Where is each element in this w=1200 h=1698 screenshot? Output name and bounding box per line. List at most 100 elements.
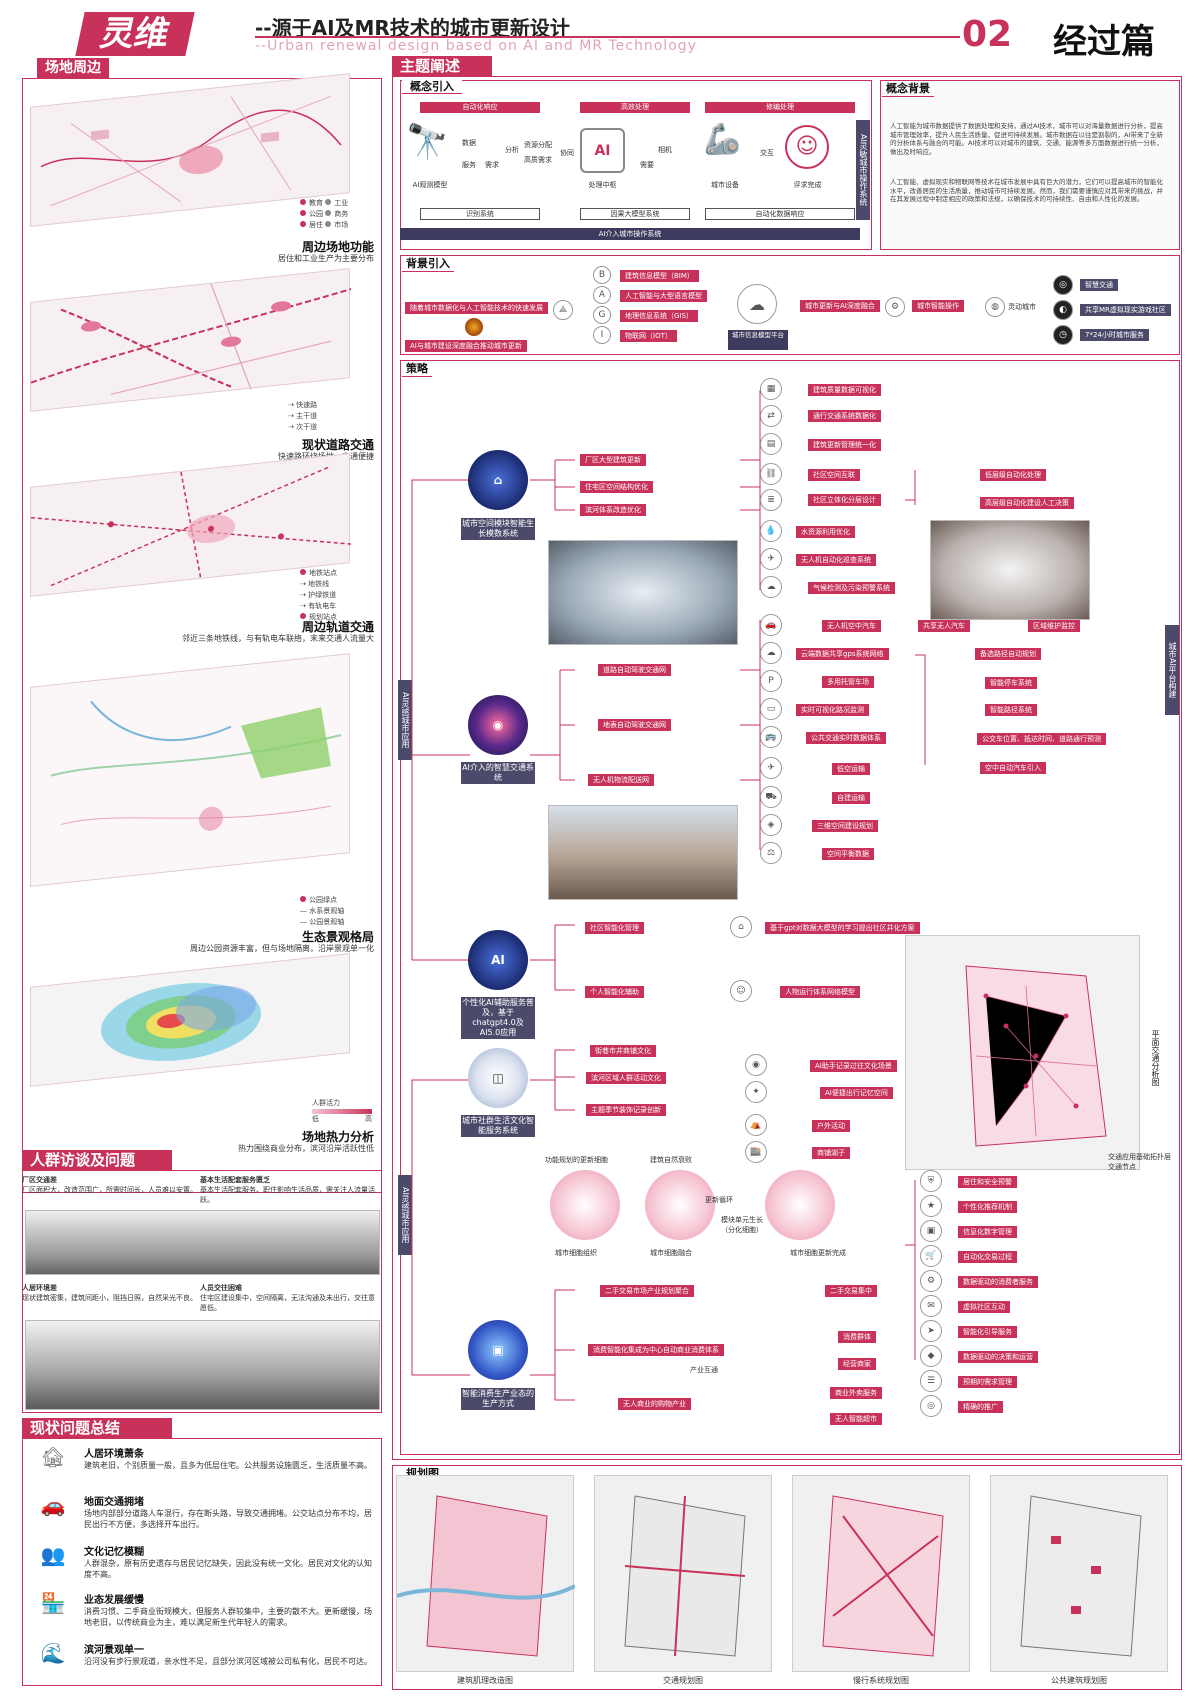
road-legend: ⇢ 快速路 ⇢ 主干道 ⇢ 次干道 — [288, 401, 318, 431]
b5-far: 精确的推广 — [958, 1401, 1003, 1413]
b5-right: 消费群体 — [838, 1331, 876, 1343]
lingdong-label: 灵动城市 — [1008, 303, 1036, 311]
plan-map-4 — [990, 1475, 1168, 1672]
note-title: 基本生活配套服务匮乏 — [200, 1176, 270, 1184]
legend-item: 有轨电车 — [308, 602, 337, 610]
issue-title: 滨河景观单一 — [84, 1645, 144, 1656]
b5-far: 预期的需求管理 — [958, 1376, 1017, 1388]
people-interview-tag: 人群访谈及问题 — [22, 1150, 172, 1170]
flow-label: 协同 — [560, 149, 574, 157]
b1-right: 社区空间互联 — [808, 469, 860, 481]
robot-icon: ⚙ — [885, 297, 905, 317]
b2-right: 实时可视化路况监测 — [796, 704, 869, 716]
cube-icon: ◈ — [760, 814, 782, 836]
rail-transit-map-svg — [30, 465, 352, 587]
b2-right: 空间平衡数据 — [822, 848, 874, 860]
theme-tag: 主题阐述 — [392, 56, 492, 76]
map-title: 场地热力分析 — [301, 1130, 374, 1144]
store-icon: 🏬 — [745, 1141, 767, 1163]
b1-right: 通行交通系统数据化 — [808, 410, 881, 422]
b1-right: 建筑更新管理统一化 — [808, 439, 881, 451]
tech-item: 建筑信息模型（BIM） — [620, 270, 699, 282]
heat-scale-bar — [312, 1109, 372, 1114]
summary-tag: 现状问题总结 — [22, 1418, 172, 1438]
plan-map-4-svg — [1020, 1495, 1142, 1657]
memory-icon: ✦ — [745, 1081, 767, 1103]
people-note: 人居环境差 现状建筑密集，建筑间距小，阻挡日照，自然采光不良。 — [22, 1283, 197, 1303]
map-title: 周边场地功能 — [301, 240, 374, 254]
background-p1: 人工智能为城市数据提供了数据处理和支持，通过AI技术，城市可以对海量数据进行分析… — [890, 122, 1163, 156]
b2-far: 公交车位置、抵达时间、道路通行预测 — [977, 733, 1106, 745]
legend-item: 教育 — [309, 199, 323, 207]
node-label: AI介入的智慧交通系统 — [461, 762, 535, 784]
legend-item: 公园 — [309, 210, 323, 218]
community-icon: ⌂ — [730, 916, 752, 938]
plan-map-3-svg — [822, 1495, 944, 1657]
b5-mid: 二手交易市场产业规划聚合 — [600, 1285, 694, 1297]
plan-map-2-svg — [624, 1495, 746, 1657]
heat-map — [30, 953, 350, 1087]
b4-right: AI助手记录过往文化场景 — [810, 1060, 897, 1072]
legend-item: 工业 — [334, 199, 349, 207]
ecology-map-svg — [50, 700, 342, 831]
note-title: 厂区交通差 — [22, 1176, 57, 1184]
issue-title: 人居环境萧条 — [84, 1449, 144, 1460]
legend-item: 规划站点 — [309, 613, 337, 621]
legend-item: 次干道 — [296, 423, 318, 431]
part-title: 经过篇 — [1053, 22, 1155, 62]
cell-diagram-label: 模块单元生长（分化细胞） — [721, 1216, 763, 1234]
b2-mid: 无人机物流配送网 — [588, 774, 654, 786]
guide-icon: ➤ — [920, 1320, 942, 1342]
cell-circle-2 — [645, 1170, 715, 1240]
issue-item: 🏪 业态发展缓慢消费习惯、二手商业街规模大，但服务人群较集中，主要的散不大。更新… — [30, 1591, 375, 1641]
people-note: 人员交往困难 住宅区建设集中，空间隔离，无法沟通及未出行，交往意愿低。 — [200, 1283, 375, 1313]
cell-circle-1 — [550, 1170, 620, 1240]
globe-icon: ◍ — [985, 297, 1005, 317]
b5-right: 商业外卖服务 — [830, 1387, 882, 1399]
b4-right: AI便捷出行记忆空间 — [820, 1087, 893, 1099]
traffic-map-title: 平面交通分析图 — [1151, 1030, 1160, 1086]
legend-item: 水系景观轴 — [309, 907, 345, 915]
legend-item: 快速路 — [296, 401, 318, 409]
b5-far: 智能化引导服务 — [958, 1326, 1017, 1338]
flow-label: 需要 — [640, 161, 654, 169]
legend-item: 公园绿点 — [309, 896, 337, 904]
plane-icon: ✈ — [760, 757, 782, 779]
service-icon: ⚙ — [920, 1270, 942, 1292]
node-space-icon: ⌂ — [468, 450, 528, 510]
b2-right: 自建运输 — [832, 792, 870, 804]
result-item: 共享MR虚拟现实游戏社区 — [1080, 304, 1171, 316]
concept-panel — [400, 80, 872, 250]
plan-map-1 — [396, 1475, 576, 1672]
issues-list: 🏚 人居环境萧条建筑老旧，个别质量一般，且多为低层住宅。公共服务设施匮乏，生活质… — [30, 1445, 375, 1687]
footer-box: 识别系统 — [420, 208, 540, 220]
clock-icon: ◷ — [1053, 325, 1073, 345]
flying-car-render-2 — [930, 520, 1090, 620]
tech-item: 物联网（IOT） — [620, 330, 677, 342]
truck-icon: ⛟ — [760, 786, 782, 808]
plan-map-label: 慢行系统规划图 — [853, 1676, 909, 1685]
star-icon: ★ — [920, 1195, 942, 1217]
map-desc: 热力围绕商业分布，滨河沿岸活跃性低 — [238, 1144, 374, 1153]
site-function-legend: 教育 工业 公园 商务 居住 市场 — [300, 198, 348, 231]
issue-item: 🚗 地面交通拥堵场地内部部分道路人车混行，存在断头路，导致交通拥堵。公交站点分布… — [30, 1493, 375, 1543]
b2-right: 公共交通实时数据体系 — [806, 732, 886, 744]
stage-label: 自动化响应 — [420, 102, 540, 113]
decision-icon: ◆ — [920, 1345, 942, 1367]
bg-intro-tag: 背景引入 — [402, 255, 454, 272]
road-traffic-map-svg — [30, 283, 352, 395]
b2-far: 智能路径系统 — [985, 704, 1037, 716]
link-icon: ⛓ — [760, 463, 782, 485]
route-icon: ⇄ — [760, 405, 782, 427]
cart-icon: 🛒 — [920, 1245, 942, 1267]
cell-diagram-label: 城市细胞组织 — [555, 1249, 597, 1257]
issue-desc: 场地内部部分道路人车混行，存在断头路，导致交通拥堵。公交站点分布不均，居民出行不… — [84, 1509, 372, 1529]
map-desc: 周边公园资源丰富，但与场地隔离，沿岸景观单一化 — [190, 944, 374, 953]
rail-transit-map — [30, 453, 352, 597]
map-desc: 居住和工业生产为主要分布 — [278, 254, 374, 263]
stage-label: 高效处理 — [580, 102, 690, 113]
b2-mid: 道路自动驾驶交通网 — [598, 664, 671, 676]
node-commerce-icon: ▣ — [468, 1320, 528, 1380]
plan-map-label: 公共建筑规划图 — [1051, 1676, 1107, 1685]
chart-icon: ▤ — [760, 433, 782, 455]
